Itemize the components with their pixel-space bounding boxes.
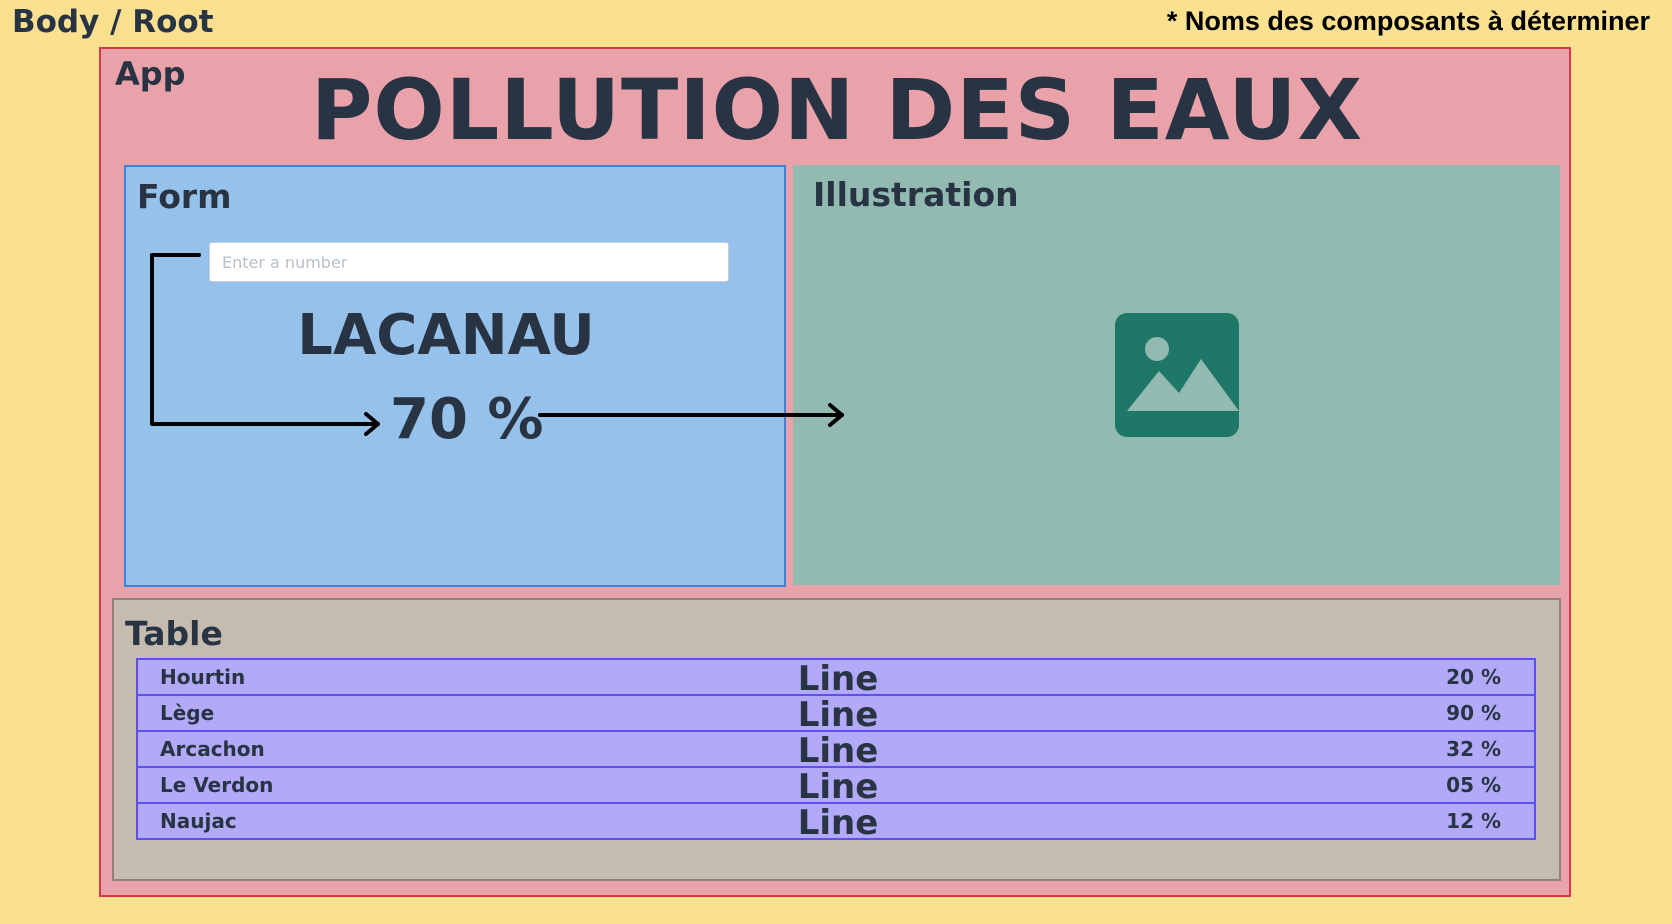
row-name: Arcachon bbox=[160, 737, 265, 761]
row-line-label: Line bbox=[797, 659, 879, 699]
body-root-label: Body / Root bbox=[12, 4, 214, 40]
row-name: Le Verdon bbox=[160, 773, 274, 797]
row-name: Hourtin bbox=[160, 665, 246, 689]
page-title: POLLUTION DES EAUX bbox=[310, 61, 1364, 159]
table-row: Hourtin Line 20 % bbox=[136, 658, 1536, 699]
row-line-label: Line bbox=[797, 767, 879, 807]
form-label: Form bbox=[137, 177, 232, 216]
city-name: LACANAU bbox=[297, 303, 595, 368]
row-line-label: Line bbox=[797, 695, 879, 735]
row-value: 05 % bbox=[1446, 773, 1501, 797]
table-row: Naujac Line 12 % bbox=[136, 802, 1536, 843]
image-icon bbox=[1115, 313, 1239, 437]
row-line-label: Line bbox=[797, 731, 879, 771]
number-input[interactable] bbox=[209, 242, 729, 282]
row-value: 32 % bbox=[1446, 737, 1501, 761]
table-rows: Hourtin Line 20 % Lège Line 90 % Arcacho… bbox=[136, 658, 1536, 843]
row-name: Naujac bbox=[160, 809, 237, 833]
note-text: * Noms des composants à déterminer bbox=[1166, 6, 1650, 36]
row-value: 90 % bbox=[1446, 701, 1501, 725]
form-container: Form LACANAU 70 % bbox=[124, 165, 786, 587]
pollution-percent: 70 % bbox=[390, 387, 544, 452]
app-label: App bbox=[115, 55, 186, 93]
table-row: Lège Line 90 % bbox=[136, 694, 1536, 735]
row-line-label: Line bbox=[797, 803, 879, 843]
illustration-container: Illustration bbox=[793, 165, 1560, 585]
app-container: App POLLUTION DES EAUX Form LACANAU 70 %… bbox=[99, 47, 1571, 897]
table-row: Le Verdon Line 05 % bbox=[136, 766, 1536, 807]
table-label: Table bbox=[125, 614, 223, 653]
table-row: Arcachon Line 32 % bbox=[136, 730, 1536, 771]
row-name: Lège bbox=[160, 701, 215, 725]
illustration-label: Illustration bbox=[813, 175, 1019, 214]
table-container: Table Hourtin Line 20 % Lège Line 90 % A… bbox=[112, 598, 1561, 881]
row-value: 12 % bbox=[1446, 809, 1501, 833]
row-value: 20 % bbox=[1446, 665, 1501, 689]
